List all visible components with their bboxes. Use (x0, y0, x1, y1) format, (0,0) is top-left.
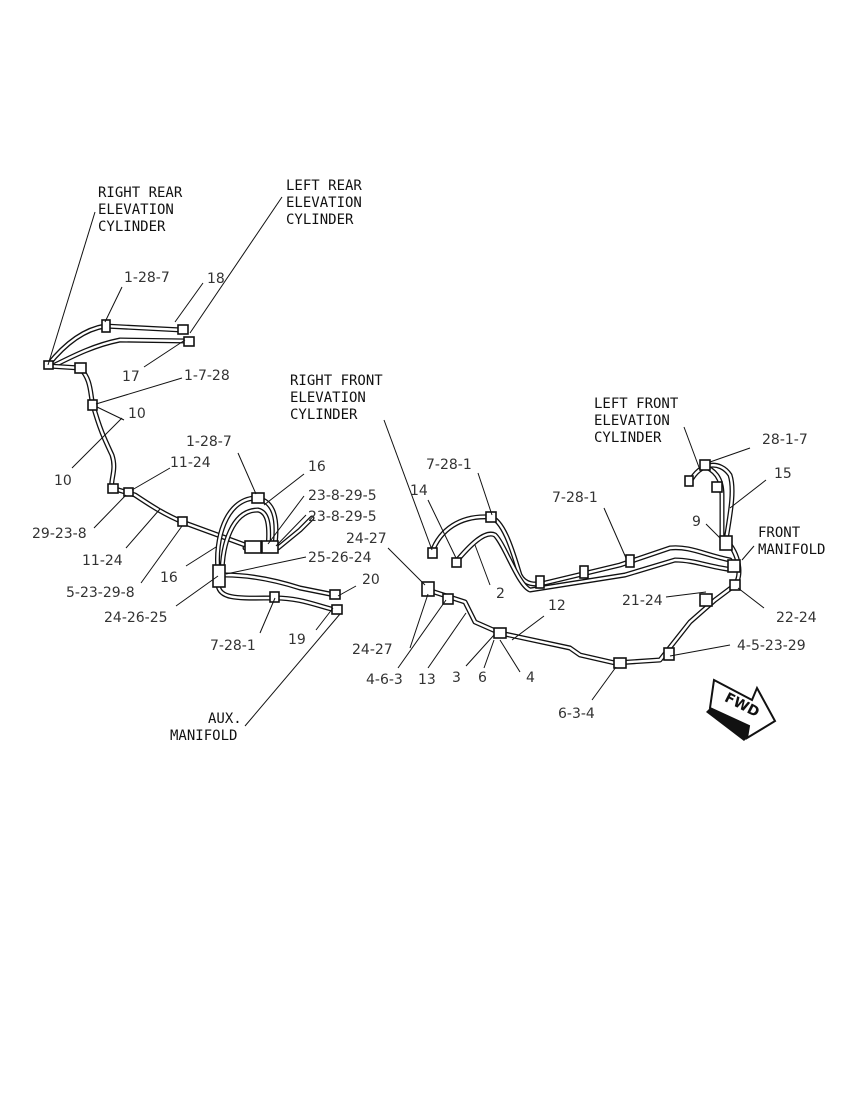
caption-right-rear-line2: ELEVATION (98, 202, 174, 218)
callout-4: 4 (526, 670, 535, 686)
caption-right-front-line3: CYLINDER (290, 407, 358, 423)
callout-23-8-29-5-b: 23-8-29-5 (308, 509, 377, 525)
callout-23-8-29-5-a: 23-8-29-5 (308, 488, 377, 504)
component-captions: RIGHT REAR ELEVATION CYLINDER LEFT REAR … (98, 178, 825, 744)
callout-29-23-8: 29-23-8 (32, 526, 87, 542)
leader-lines (47, 196, 767, 727)
caption-right-front-line2: ELEVATION (290, 390, 366, 406)
callout-24-26-25: 24-26-25 (104, 610, 168, 626)
callout-11-24-b: 11-24 (82, 553, 123, 569)
pipe-network (45, 323, 742, 666)
callout-15: 15 (774, 466, 792, 482)
callout-4-6-3: 4-6-3 (366, 672, 403, 688)
caption-aux-manifold-line1: AUX. (208, 711, 242, 727)
callout-1-7-28: 1-7-28 (184, 368, 230, 384)
callout-4-5-23-29: 4-5-23-29 (737, 638, 806, 654)
callout-11-24-a: 11-24 (170, 455, 211, 471)
callout-10-a: 10 (128, 406, 146, 422)
callout-7-28-1-left: 7-28-1 (210, 638, 256, 654)
callout-28-1-7: 28-1-7 (762, 432, 808, 448)
callout-6-3-4: 6-3-4 (558, 706, 595, 722)
callout-21-24: 21-24 (622, 593, 663, 609)
caption-left-rear-line2: ELEVATION (286, 195, 362, 211)
callout-24-27-b: 24-27 (352, 642, 393, 658)
callout-16-a: 16 (308, 459, 326, 475)
caption-front-manifold-line2: MANIFOLD (758, 542, 825, 558)
callout-7-28-1-a: 7-28-1 (426, 457, 472, 473)
caption-front-manifold-line1: FRONT (758, 525, 801, 541)
callout-1-28-7-top: 1-28-7 (124, 270, 170, 286)
caption-right-rear-line3: CYLINDER (98, 219, 166, 235)
callout-10-b: 10 (54, 473, 72, 489)
caption-left-front-line3: CYLINDER (594, 430, 662, 446)
callout-16-b: 16 (160, 570, 178, 586)
part-callouts: 1-28-7 18 17 1-7-28 10 10 11-24 29-23-8 … (32, 270, 817, 722)
caption-left-front-line2: ELEVATION (594, 413, 670, 429)
callout-6: 6 (478, 670, 487, 686)
forward-direction-arrow: FWD (706, 678, 777, 741)
callout-9: 9 (692, 514, 701, 530)
caption-left-front-line1: LEFT FRONT (594, 396, 679, 412)
callout-12: 12 (548, 598, 566, 614)
callout-3: 3 (452, 670, 461, 686)
callout-25-26-24: 25-26-24 (308, 550, 372, 566)
callout-20: 20 (362, 572, 380, 588)
callout-24-27-a: 24-27 (346, 531, 387, 547)
callout-13: 13 (418, 672, 436, 688)
caption-aux-manifold-line2: MANIFOLD (170, 728, 237, 744)
callout-18: 18 (207, 271, 225, 287)
callout-1-28-7-mid: 1-28-7 (186, 434, 232, 450)
callout-19: 19 (288, 632, 306, 648)
callout-17: 17 (122, 369, 140, 385)
callout-5-23-29-8: 5-23-29-8 (66, 585, 135, 601)
callout-22-24: 22-24 (776, 610, 817, 626)
caption-left-rear-line1: LEFT REAR (286, 178, 362, 194)
caption-right-rear-line1: RIGHT REAR (98, 185, 183, 201)
callout-14: 14 (410, 483, 428, 499)
caption-left-rear-line3: CYLINDER (286, 212, 354, 228)
caption-right-front-line1: RIGHT FRONT (290, 373, 383, 389)
callout-7-28-1-b: 7-28-1 (552, 490, 598, 506)
callout-2: 2 (496, 586, 505, 602)
